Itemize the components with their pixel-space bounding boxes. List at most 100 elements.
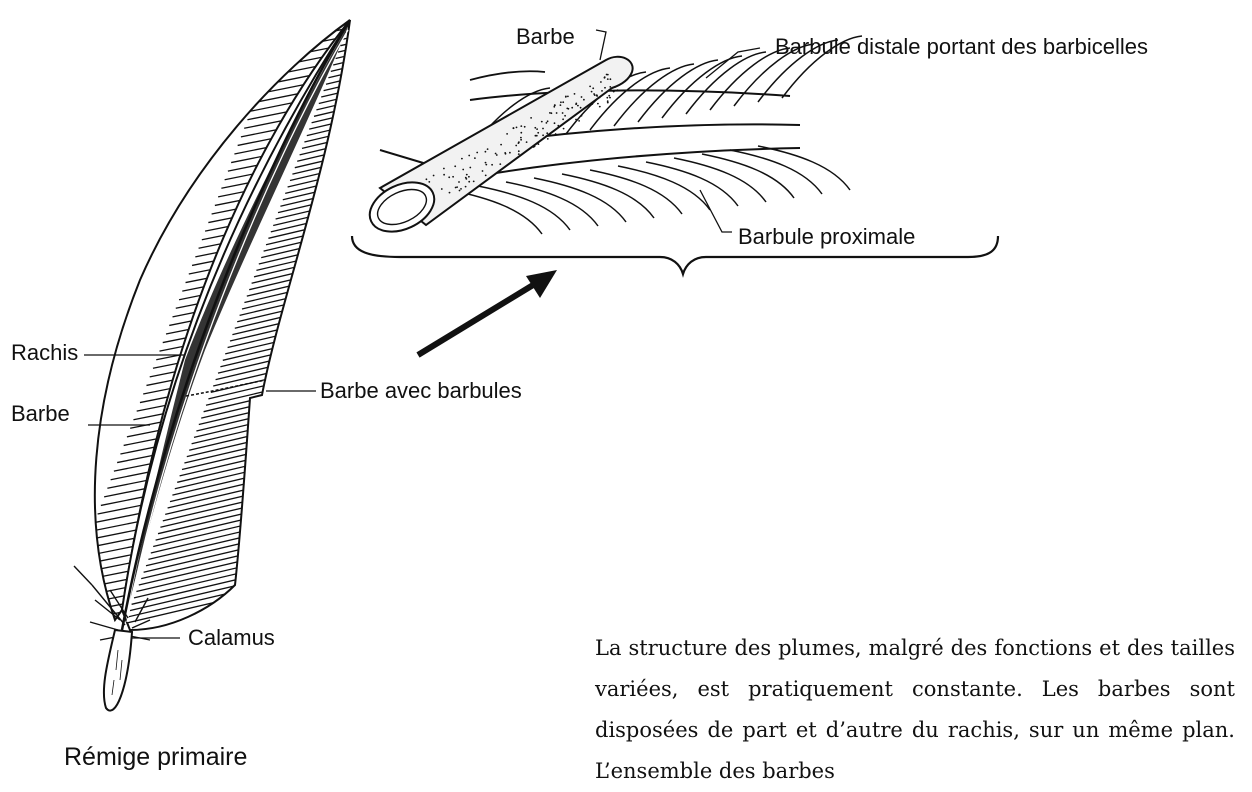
stipple-dot <box>551 112 553 114</box>
stipple-dot <box>515 145 517 147</box>
stipple-dot <box>547 120 549 122</box>
stipple-dot <box>506 133 508 135</box>
stipple-dot <box>617 89 619 91</box>
stipple-dot <box>433 175 435 177</box>
stipple-dot <box>495 153 497 155</box>
stipple-dot <box>600 81 602 83</box>
stipple-dot <box>482 170 484 172</box>
feather-caption: Rémige primaire <box>64 745 247 770</box>
barb-line <box>319 63 489 103</box>
stipple-dot <box>530 117 532 119</box>
stipple-dot <box>562 118 564 120</box>
stipple-dot <box>449 192 451 194</box>
description-paragraph: La structure des plumes, malgré des fonc… <box>595 628 1235 792</box>
stipple-dot <box>547 138 549 140</box>
stipple-dot <box>461 158 463 160</box>
leader-detail-barbe <box>596 30 606 60</box>
stipple-dot <box>452 176 454 178</box>
stipple-dot <box>473 181 475 183</box>
stipple-dot <box>599 106 601 108</box>
barb-line <box>343 0 513 39</box>
stipple-dot <box>426 178 428 180</box>
stipple-dot <box>560 104 562 106</box>
stipple-dot <box>562 101 564 103</box>
stipple-dot <box>516 127 518 129</box>
secondary-barb <box>470 71 545 80</box>
stipple-dot <box>597 103 599 105</box>
stipple-dot <box>520 139 522 141</box>
stipple-dot <box>518 153 520 155</box>
barb-detail-illustration <box>362 30 862 241</box>
stipple-dot <box>443 174 445 176</box>
barb-line <box>331 31 501 71</box>
stipple-dot <box>485 175 487 177</box>
proximal-barbule <box>646 162 738 206</box>
proximal-barbule <box>674 158 766 202</box>
stipple-dot <box>534 127 536 129</box>
label-barbe: Barbe <box>11 403 70 425</box>
stipple-dot <box>465 177 467 179</box>
barb-line <box>326 44 496 84</box>
stipple-dot <box>487 148 489 150</box>
label-barbule-distale: Barbule distale portant des barbicelles <box>775 36 1148 58</box>
stipple-dot <box>577 105 579 107</box>
stipple-dot <box>563 128 565 130</box>
stipple-dot <box>581 115 583 117</box>
stipple-dot <box>537 132 539 134</box>
barb-line <box>333 25 503 65</box>
stipple-dot <box>555 133 557 135</box>
stipple-dot <box>565 96 567 98</box>
stipple-dot <box>538 143 540 145</box>
stipple-dot <box>520 125 522 127</box>
stipple-dot <box>591 91 593 93</box>
stipple-dot <box>560 101 562 103</box>
barb-line <box>321 57 491 97</box>
stipple-dot <box>554 104 556 106</box>
proximal-barbule <box>758 146 850 190</box>
barb-line <box>340 6 510 46</box>
stipple-dot <box>458 181 460 183</box>
stipple-dot <box>607 102 609 104</box>
stipple-dot <box>557 125 559 127</box>
stipple-dot <box>596 94 598 96</box>
stipple-dot <box>609 86 611 88</box>
stipple-dot <box>609 97 611 99</box>
stipple-dot <box>509 152 511 154</box>
label-detail-barbe: Barbe <box>516 26 575 48</box>
stipple-dot <box>520 132 522 134</box>
stipple-dot <box>575 119 577 121</box>
stipple-dot <box>592 87 594 89</box>
label-barbule-proximale: Barbule proximale <box>738 226 915 248</box>
stipple-dot <box>593 93 595 95</box>
stipple-dot <box>441 188 443 190</box>
stipple-dot <box>485 162 487 164</box>
barb-line <box>328 38 498 78</box>
proximal-barbule <box>478 186 570 230</box>
stipple-dot <box>608 95 610 97</box>
label-barbe-avec-barbules: Barbe avec barbules <box>320 380 522 402</box>
stipple-dot <box>606 97 608 99</box>
stipple-dot <box>455 187 457 189</box>
stipple-dot <box>469 167 471 169</box>
stipple-dot <box>542 134 544 136</box>
stipple-dot <box>476 152 478 154</box>
proximal-barbule <box>618 166 710 210</box>
stipple-dot <box>541 121 543 123</box>
stipple-dot <box>465 186 467 188</box>
stipple-dot <box>574 93 576 95</box>
stipple-dot <box>589 86 591 88</box>
stipple-dot <box>536 128 538 130</box>
proximal-barbule <box>730 150 822 194</box>
stipple-dot <box>526 141 528 143</box>
stipple-dot <box>542 128 544 130</box>
stipple-dot <box>549 112 551 114</box>
stipple-dot <box>578 120 580 122</box>
stipple-dot <box>604 77 606 79</box>
stipple-dot <box>466 174 468 176</box>
proximal-barbule <box>506 182 598 226</box>
stipple-dot <box>454 165 456 167</box>
proximal-barbule <box>590 170 682 214</box>
leader-barbule-distale <box>706 48 760 78</box>
proximal-barbule <box>702 154 794 198</box>
stipple-dot <box>491 164 493 166</box>
